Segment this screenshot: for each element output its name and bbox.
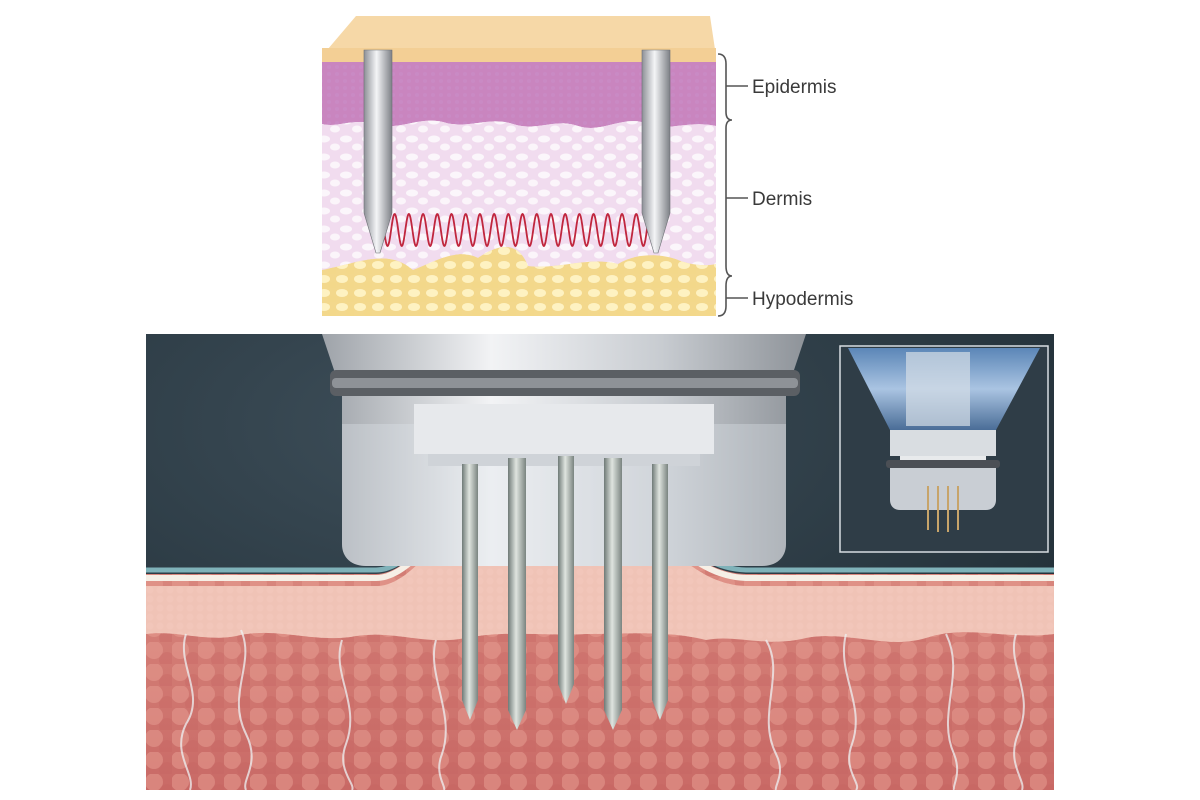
microneedle-5 [652, 464, 668, 720]
nerve-fibers [180, 629, 1025, 791]
inset-applicator-view [839, 345, 1049, 553]
inset-ring [886, 460, 1000, 468]
tip-head [414, 404, 714, 454]
skin-layer-diagram: Epidermis Dermis Hypodermis [318, 8, 908, 323]
microneedle-4 [604, 458, 622, 730]
skin-layer-svg: Epidermis Dermis Hypodermis [322, 16, 853, 317]
applicator-illustration [146, 334, 1054, 791]
layer-brackets [717, 53, 748, 317]
label-hypodermis: Hypodermis [752, 289, 853, 310]
label-epidermis: Epidermis [752, 77, 836, 98]
inset-needles [927, 486, 959, 532]
applicator-svg [146, 334, 1054, 791]
microneedle-2 [508, 458, 526, 730]
rf-energy-wave [383, 212, 655, 248]
needle-right [641, 49, 671, 254]
needle-left [363, 49, 393, 254]
microneedle-array [462, 456, 668, 730]
microneedle-3 [558, 456, 574, 704]
microneedle-1 [462, 464, 478, 720]
label-dermis: Dermis [752, 189, 812, 210]
skin-surface [322, 16, 716, 56]
